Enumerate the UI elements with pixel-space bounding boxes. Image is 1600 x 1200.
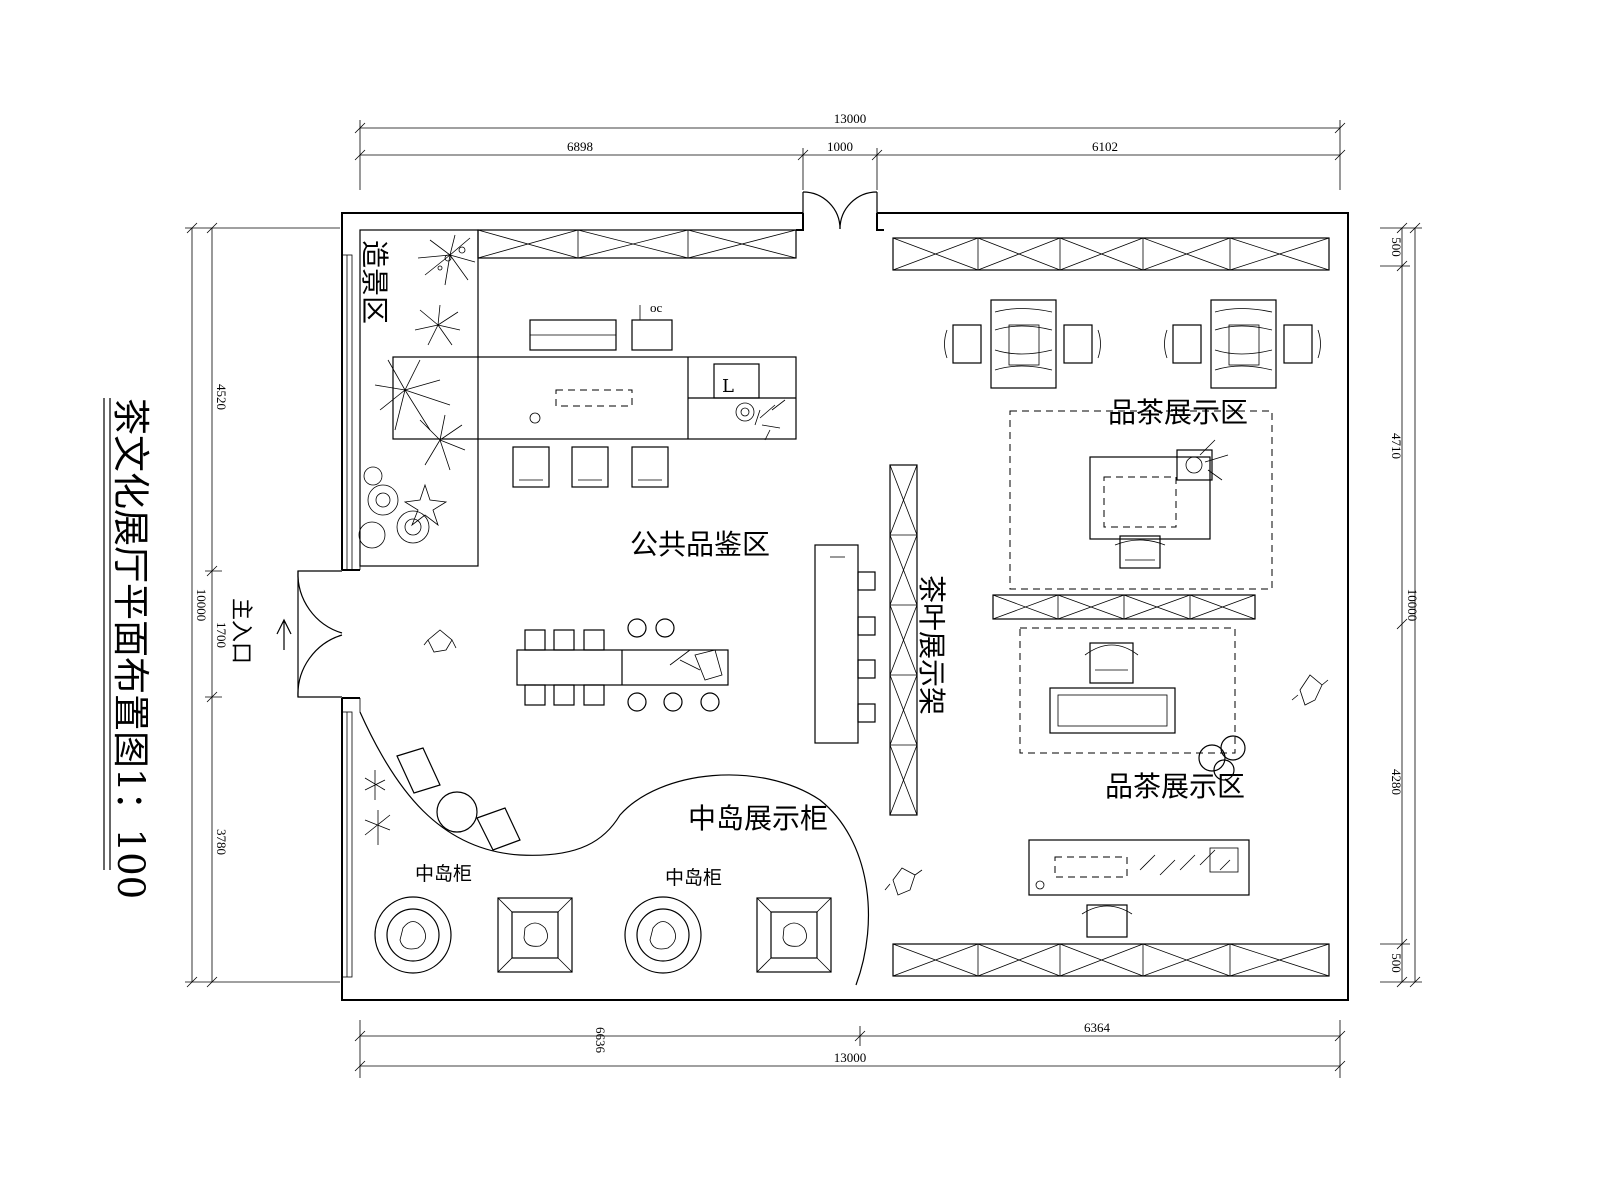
- dim-top-right: 6102: [1092, 139, 1118, 154]
- page-title: 茶文化展厅平面布置图1：100: [109, 398, 152, 899]
- dim-top-door: 1000: [827, 139, 853, 154]
- label-island-cabinet-area: 中岛展示柜: [688, 802, 828, 835]
- tasting-table-center: [516, 618, 729, 712]
- tasting-table-top-right-1: [944, 299, 1101, 389]
- label-tasting-display-1: 品茶展示区: [1108, 396, 1248, 429]
- person-icon: [1291, 674, 1329, 706]
- dim-top-left: 6898: [567, 139, 593, 154]
- plant-icon: [414, 304, 461, 346]
- island-cabinet-1: [374, 896, 452, 974]
- label-public-tasting: 公共品鉴区: [630, 528, 770, 561]
- dim-bottom-total: 13000: [834, 1050, 867, 1065]
- label-tasting-display-2: 品茶展示区: [1105, 770, 1245, 803]
- island-display-curve: [359, 711, 870, 986]
- label-tea-display-rack: 茶叶展示架: [915, 575, 948, 715]
- dim-right-top: 500: [1389, 237, 1404, 257]
- shelf-top-left: [477, 229, 797, 259]
- plant-icon: [417, 234, 476, 286]
- tea-tray-table: [1028, 839, 1250, 938]
- dim-left-upper: 4520: [214, 384, 229, 410]
- dim-right-lower: 4280: [1389, 769, 1404, 795]
- svg-text:L: L: [722, 376, 734, 397]
- shelf-top-right: [892, 237, 1330, 271]
- tea-leaf-display-rack: [889, 464, 918, 816]
- zone-labels: 造景区 公共品鉴区 茶叶展示架 品茶展示区 品茶展示区 中岛展示柜 中岛柜 中岛…: [228, 240, 1248, 889]
- dim-right-upper: 4710: [1389, 433, 1404, 459]
- plant-icon: [358, 466, 448, 549]
- label-scenery: 造景区: [358, 240, 391, 324]
- drawing-title: 茶文化展厅平面布置图1：100: [103, 398, 152, 899]
- dimension-labels: 13000 6898 1000 6102 6636 6364 13000 452…: [194, 111, 1420, 1065]
- walls: [341, 212, 1349, 1001]
- svg-text:oc: oc: [650, 300, 663, 315]
- dim-right-total: 10000: [1405, 589, 1420, 622]
- dim-bottom-left: 6636: [593, 1027, 608, 1054]
- island-cabinet-4: [756, 897, 832, 973]
- dim-bottom-right: 6364: [1084, 1020, 1111, 1035]
- tasting-table-top-right-2: [1164, 299, 1321, 389]
- label-island-cabinet-1: 中岛柜: [415, 863, 472, 885]
- island-cabinet-2: [497, 897, 573, 973]
- label-main-entrance: 主入口: [228, 598, 253, 664]
- tasting-display-upper: [1009, 410, 1273, 590]
- shelf-middle-right: [992, 594, 1256, 620]
- dim-left-total: 10000: [194, 589, 209, 622]
- entrance-arrow-icon: [276, 618, 292, 650]
- bar-counter: [814, 544, 876, 744]
- label-island-cabinet-2: 中岛柜: [665, 867, 722, 889]
- dim-right-bottom: 500: [1389, 953, 1404, 973]
- scenery-area: [358, 229, 479, 567]
- island-cabinet-3: [624, 896, 702, 974]
- main-entrance-door: [276, 570, 343, 698]
- public-tasting-area: L oc: [392, 300, 797, 488]
- dimension-lines: [185, 120, 1422, 1078]
- top-double-door: [802, 191, 878, 230]
- dim-left-door: 1700: [214, 622, 229, 648]
- dim-left-lower: 3780: [214, 829, 229, 855]
- tasting-display-lower: [1019, 627, 1246, 781]
- dim-top-total: 13000: [834, 111, 867, 126]
- person-icon: [884, 867, 923, 896]
- shelf-bottom-right: [892, 943, 1330, 977]
- person-icon: [423, 629, 457, 653]
- plant-icon: [374, 359, 466, 471]
